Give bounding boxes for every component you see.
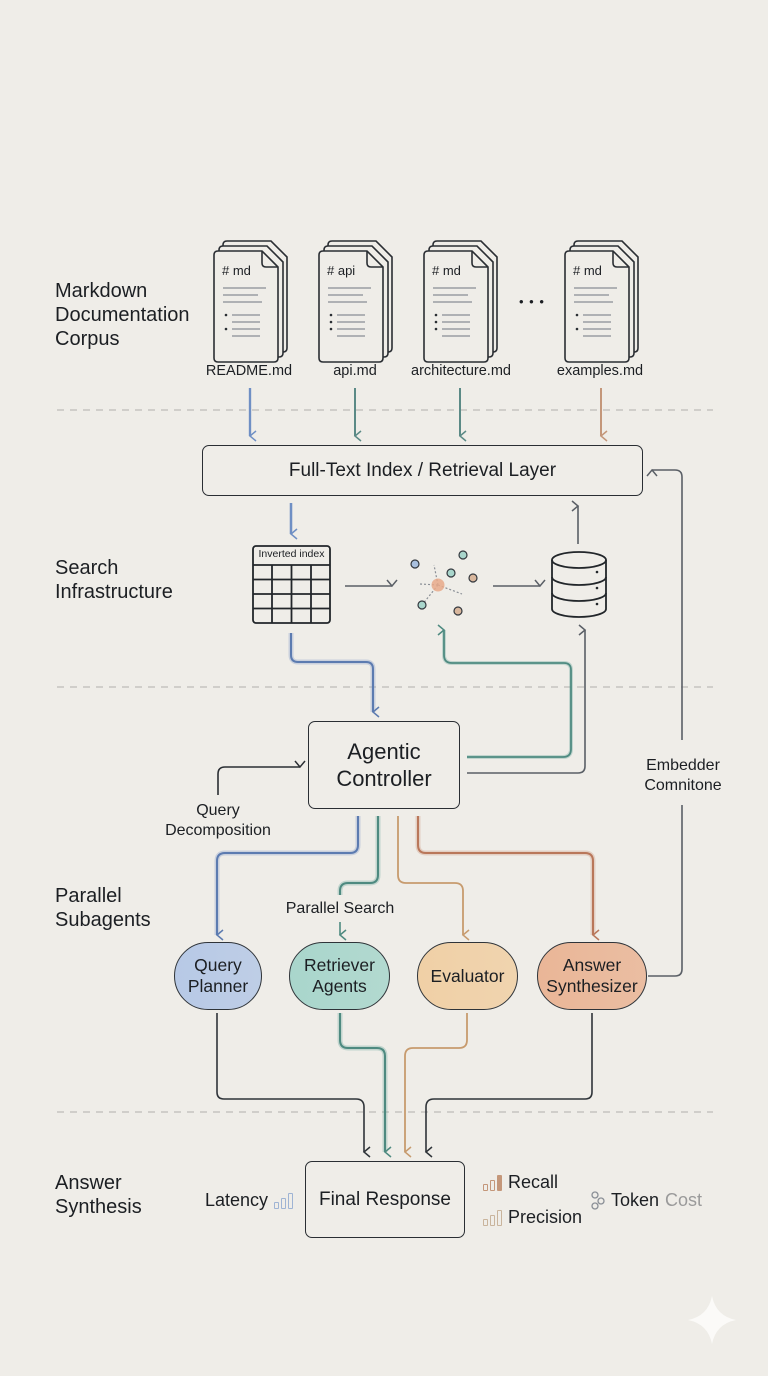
- precision-metric: Precision: [483, 1207, 582, 1228]
- corpus-label-line2: Documentation: [55, 304, 190, 326]
- subagents-to-final-arrows: [216, 1013, 593, 1158]
- file-label-readme[interactable]: README.md: [205, 363, 293, 379]
- recall-bars-icon: [483, 1174, 502, 1191]
- latency-metric: Latency: [205, 1190, 294, 1211]
- query-planner-line1: Query: [194, 955, 242, 975]
- embedding-cluster-icon: [410, 550, 478, 616]
- document-stack-icon-architecture: [423, 240, 498, 363]
- controller-to-subagents-arrows: [214, 816, 600, 941]
- embedder-loop-lower: [648, 805, 683, 977]
- document-page: [564, 250, 630, 363]
- token-cost-metric: Token Cost: [611, 1190, 702, 1211]
- doc-heading-api: # api: [327, 263, 356, 278]
- controller-label-line1: Agentic: [347, 739, 421, 764]
- corpus-label-line3: Corpus: [55, 328, 120, 350]
- final-response-label: Final Response: [318, 1188, 452, 1210]
- precision-label: Precision: [508, 1207, 583, 1227]
- section-label-subagents: Parallel Subagents: [55, 884, 151, 932]
- controller-to-database-arrow: [467, 624, 587, 774]
- document-arrows: [248, 388, 608, 442]
- answer-synthesizer-line2: Synthesizer: [546, 976, 638, 996]
- corpus-label-line1: Markdown: [55, 280, 148, 302]
- inverted-index-label: Inverted index: [258, 548, 325, 560]
- retriever-agents-line2: Agents: [312, 976, 367, 996]
- token-cost-icon: [591, 1191, 605, 1210]
- retriever-agents-line1: Retriever: [304, 955, 375, 975]
- retrieval-layer-label: Full-Text Index / Retrieval Layer: [288, 459, 557, 481]
- query-decomposition-arrow: [217, 760, 306, 795]
- embedder-label-line2: Comnitone: [644, 777, 722, 794]
- section-label-synthesis: Answer Synthesis: [55, 1171, 142, 1219]
- index-to-controller-arrow: [290, 633, 380, 718]
- section-label-search: Search Infrastructure: [55, 556, 173, 604]
- search-label-line1: Search: [55, 557, 119, 579]
- embedder-label: Embedder Comnitone: [628, 756, 738, 796]
- document-page: [213, 250, 279, 363]
- synthesis-label-line1: Answer: [55, 1172, 122, 1194]
- cost-label: Cost: [665, 1190, 703, 1210]
- token-label: Token: [611, 1190, 660, 1210]
- retrieval-layer-box[interactable]: Full-Text Index / Retrieval Layer: [202, 445, 643, 496]
- document-stacks: [213, 240, 639, 363]
- to-query-planner-arrow: [215, 816, 359, 941]
- final-response-box[interactable]: Final Response: [305, 1161, 465, 1238]
- latency-bars-icon: [274, 1192, 294, 1209]
- doc-heading-readme: # md: [222, 263, 251, 278]
- file-label-api[interactable]: api.md: [333, 363, 377, 379]
- subagents-label-line2: Subagents: [55, 909, 151, 931]
- sparkle-icon: [688, 1296, 736, 1344]
- ellipsis-more-docs: • • •: [519, 294, 545, 309]
- evaluator-line1: Evaluator: [430, 965, 505, 986]
- controller-label-line2: Controller: [336, 766, 432, 791]
- evaluator-node[interactable]: Evaluator: [417, 942, 518, 1010]
- controller-to-embedding-arrow: [437, 624, 572, 758]
- embedder-loop-upper: [646, 468, 683, 740]
- query-decomposition-line1: Query: [196, 802, 240, 819]
- latency-label: Latency: [205, 1190, 269, 1210]
- query-planner-line2: Planner: [187, 976, 249, 996]
- recall-metric: Recall: [483, 1172, 558, 1193]
- embedder-label-line1: Embedder: [646, 757, 720, 774]
- document-stack-icon-readme: [213, 240, 288, 363]
- agentic-controller-box[interactable]: Agentic Controller: [308, 721, 460, 809]
- answer-synthesizer-line1: Answer: [562, 955, 622, 975]
- retriever-to-final-arrow: [339, 1013, 392, 1158]
- database-icon: [551, 551, 607, 618]
- inverted-index-icon: [252, 545, 331, 624]
- evaluator-to-final-arrow: [403, 1013, 468, 1158]
- doc-heading-examples: # md: [573, 263, 602, 278]
- synthesis-label-line2: Synthesis: [55, 1196, 142, 1218]
- query-planner-to-final-arrow: [216, 1013, 371, 1158]
- to-evaluator-arrow: [397, 816, 470, 941]
- to-answer-synthesizer-arrow: [417, 816, 600, 941]
- document-page: [423, 250, 489, 363]
- search-label-line2: Infrastructure: [55, 581, 173, 603]
- recall-label: Recall: [508, 1172, 559, 1192]
- precision-bars-icon: [483, 1209, 502, 1226]
- section-label-corpus: Markdown Documentation Corpus: [55, 279, 190, 351]
- document-stack-icon-examples: [564, 240, 639, 363]
- document-stack-icon-api: [318, 240, 393, 363]
- subagents-label-line1: Parallel: [55, 885, 122, 907]
- to-retriever-line: [339, 816, 379, 895]
- query-decomposition-label: Query Decomposition: [150, 801, 286, 841]
- doc-heading-architecture: # md: [432, 263, 461, 278]
- synthesizer-to-final-arrow: [424, 1013, 593, 1158]
- parallel-search-label: Parallel Search: [285, 900, 395, 917]
- query-decomposition-line2: Decomposition: [165, 822, 271, 839]
- document-page: [318, 250, 384, 363]
- file-label-examples[interactable]: examples.md: [556, 363, 644, 379]
- file-label-architecture[interactable]: architecture.md: [411, 363, 511, 379]
